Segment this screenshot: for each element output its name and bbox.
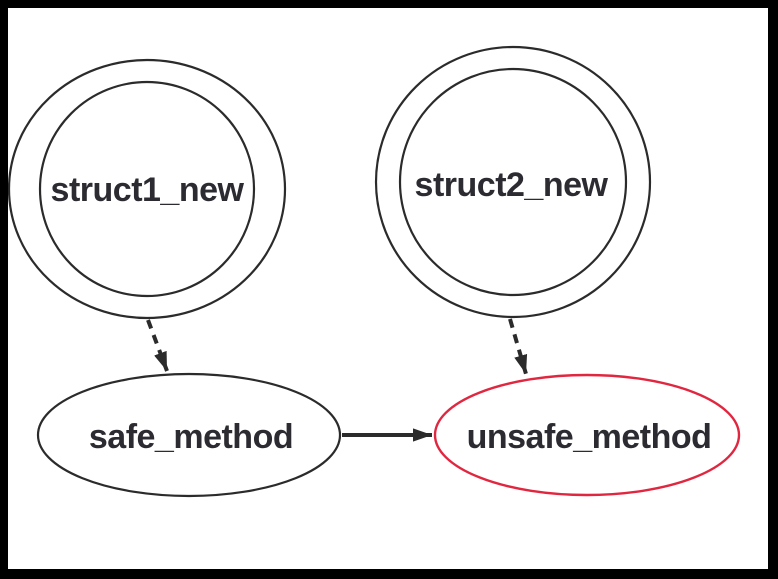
node-struct1-new-label: struct1_new bbox=[51, 171, 245, 209]
edge-struct1-to-safe-method bbox=[146, 319, 169, 372]
node-safe-method-outline bbox=[36, 372, 342, 498]
edge-struct2-to-unsafe-method bbox=[508, 318, 528, 375]
node-unsafe-method: unsafe_method bbox=[433, 373, 741, 497]
node-struct2-new-inner-ring bbox=[398, 67, 628, 297]
node-struct1-new: struct1_new bbox=[8, 58, 287, 320]
node-unsafe-method-outline bbox=[433, 373, 741, 497]
diagram-canvas: struct1_new struct2_new safe_method unsa… bbox=[8, 45, 741, 498]
node-struct2-new-outer-ring bbox=[374, 45, 652, 319]
node-struct1-new-inner-ring bbox=[38, 80, 256, 298]
node-safe-method-label: safe_method bbox=[89, 418, 293, 456]
node-struct2-new-label: struct2_new bbox=[415, 166, 609, 204]
node-unsafe-method-label: unsafe_method bbox=[467, 418, 712, 456]
node-struct2-new: struct2_new bbox=[374, 45, 652, 319]
node-struct1-new-outer-ring bbox=[8, 58, 287, 320]
node-safe-method: safe_method bbox=[36, 372, 342, 498]
